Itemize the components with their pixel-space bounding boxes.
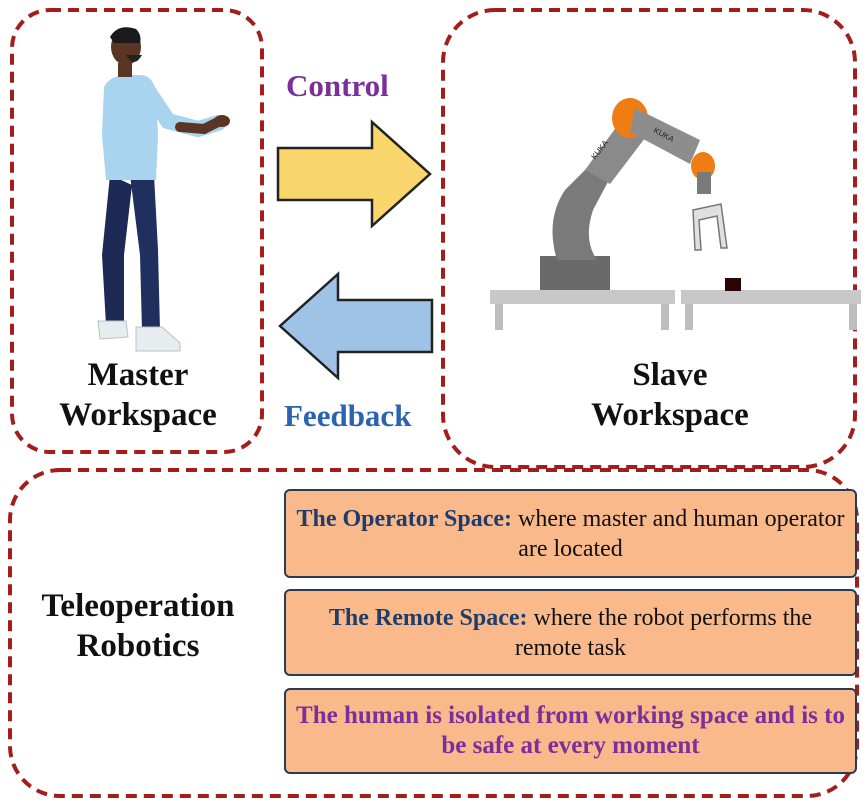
remote-space-text: where the robot performs the remote task [514, 604, 813, 661]
teleoperation-label-line1: Teleoperation [41, 588, 235, 624]
slave-workspace-label: Slave Workspace [540, 355, 800, 435]
slave-label-line1: Slave [632, 357, 708, 393]
master-label-line2: Workspace [59, 397, 217, 433]
teleoperation-robotics-label: Teleoperation Robotics [18, 586, 258, 666]
feedback-label: Feedback [284, 398, 412, 433]
control-arrow [276, 119, 432, 229]
master-workspace-border [10, 8, 264, 454]
remote-space-keyword: The Remote Space: [328, 604, 528, 631]
remote-space-box: The Remote Space: where the robot perfor… [284, 589, 857, 676]
master-workspace-label: Master Workspace [28, 355, 248, 435]
teleoperation-label-line2: Robotics [76, 628, 200, 664]
operator-space-keyword: The Operator Space: [296, 505, 512, 532]
human-safety-box: The human is isolated from working space… [284, 688, 857, 774]
teleoperation-robotics-border [8, 468, 859, 798]
operator-space-text: where master and human operator are loca… [512, 505, 845, 562]
human-safety-text: The human is isolated from working space… [296, 702, 845, 759]
master-label-line1: Master [87, 357, 189, 393]
robot-arm-illustration: KUKA KUKA [490, 98, 861, 330]
control-label: Control [286, 68, 389, 103]
operator-space-box: The Operator Space: where master and hum… [284, 489, 857, 578]
slave-label-line2: Workspace [591, 397, 749, 433]
slave-workspace-border [441, 8, 857, 469]
feedback-arrow [278, 271, 434, 381]
human-operator-illustration [97, 27, 230, 352]
